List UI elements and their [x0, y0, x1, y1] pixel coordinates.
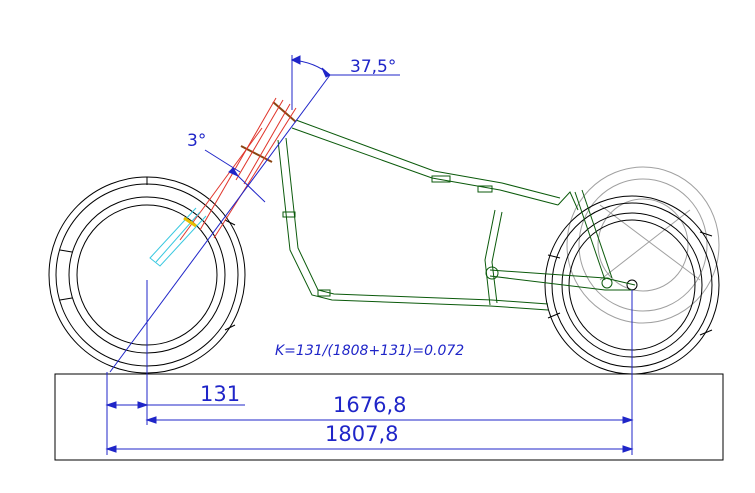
fork-lower	[149, 207, 207, 267]
ground-block	[54, 373, 724, 461]
total-dim-label: 1807,8	[325, 422, 398, 446]
fork-upper	[179, 97, 297, 241]
trail-dimension	[105, 401, 245, 409]
total-dimension	[105, 445, 634, 453]
construction-lines	[106, 55, 633, 455]
wheelbase-dim-label: 1676,8	[333, 393, 406, 417]
wheelbase-dimension	[145, 416, 634, 424]
fork-angle-dimension	[204, 149, 266, 203]
fork-clamp-mark	[183, 216, 197, 228]
rear-wheel-ghost	[566, 166, 720, 324]
frame	[277, 119, 636, 311]
front-wheel	[48, 176, 246, 374]
steering-head	[240, 101, 297, 163]
trail-dim-label: 131	[200, 382, 240, 406]
trail-ratio-formula: K=131/(1808+131)=0.072	[275, 343, 464, 359]
rake-angle-dimension	[290, 55, 400, 78]
fork-angle-label: 3°	[187, 131, 206, 151]
rake-angle-label: 37,5°	[350, 57, 396, 77]
